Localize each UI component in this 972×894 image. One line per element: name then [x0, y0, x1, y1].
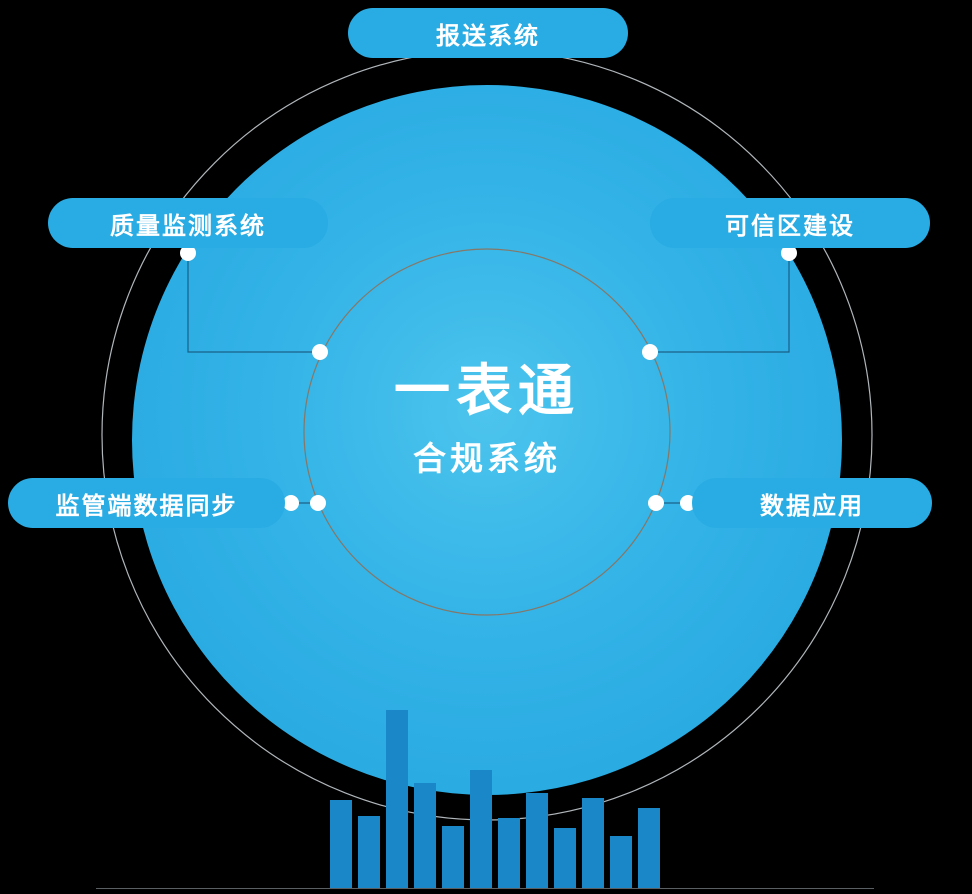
ground-line: [96, 888, 874, 889]
pill-dot-right-upper: [781, 245, 797, 261]
node-quality-monitoring-system: 质量监测系统: [48, 198, 328, 248]
ring-dot-left-upper: [312, 344, 328, 360]
node-label: 报送系统: [436, 22, 540, 50]
inner-ring: [303, 248, 671, 616]
pill-dot-left-upper: [180, 245, 196, 261]
skyline-bar: [358, 816, 380, 888]
node-reporting-system: 报送系统: [348, 8, 628, 58]
skyline-bar: [554, 828, 576, 888]
pill-dot-left-lower: [283, 495, 299, 511]
node-regulator-data-sync: 监管端数据同步: [8, 478, 285, 528]
skyline-bar: [330, 800, 352, 888]
center-title-block: 一表通 合规系统: [287, 360, 687, 480]
skyline-bar: [526, 793, 548, 888]
node-label: 质量监测系统: [110, 212, 266, 240]
node-label: 监管端数据同步: [55, 492, 238, 520]
ring-dot-left-lower: [310, 495, 326, 511]
skyline-bar: [610, 836, 632, 888]
skyline-bar: [498, 818, 520, 888]
ring-dot-right-upper: [642, 344, 658, 360]
node-label: 可信区建设: [725, 212, 855, 240]
connector-left-upper: [187, 253, 320, 353]
connector-right-upper: [650, 253, 790, 353]
skyline-bars: [330, 710, 660, 888]
skyline-bar: [386, 710, 408, 888]
ring-dot-right-lower: [648, 495, 664, 511]
node-label: 数据应用: [760, 492, 864, 520]
skyline-bar: [442, 826, 464, 888]
node-trusted-zone-construction: 可信区建设: [650, 198, 930, 248]
system-title: 一表通: [394, 359, 580, 422]
skyline-bar: [470, 770, 492, 888]
system-subtitle: 合规系统: [413, 439, 561, 477]
skyline-bar: [414, 783, 436, 888]
node-data-application: 数据应用: [692, 478, 932, 528]
skyline-bar: [582, 798, 604, 888]
skyline-bar: [638, 808, 660, 888]
